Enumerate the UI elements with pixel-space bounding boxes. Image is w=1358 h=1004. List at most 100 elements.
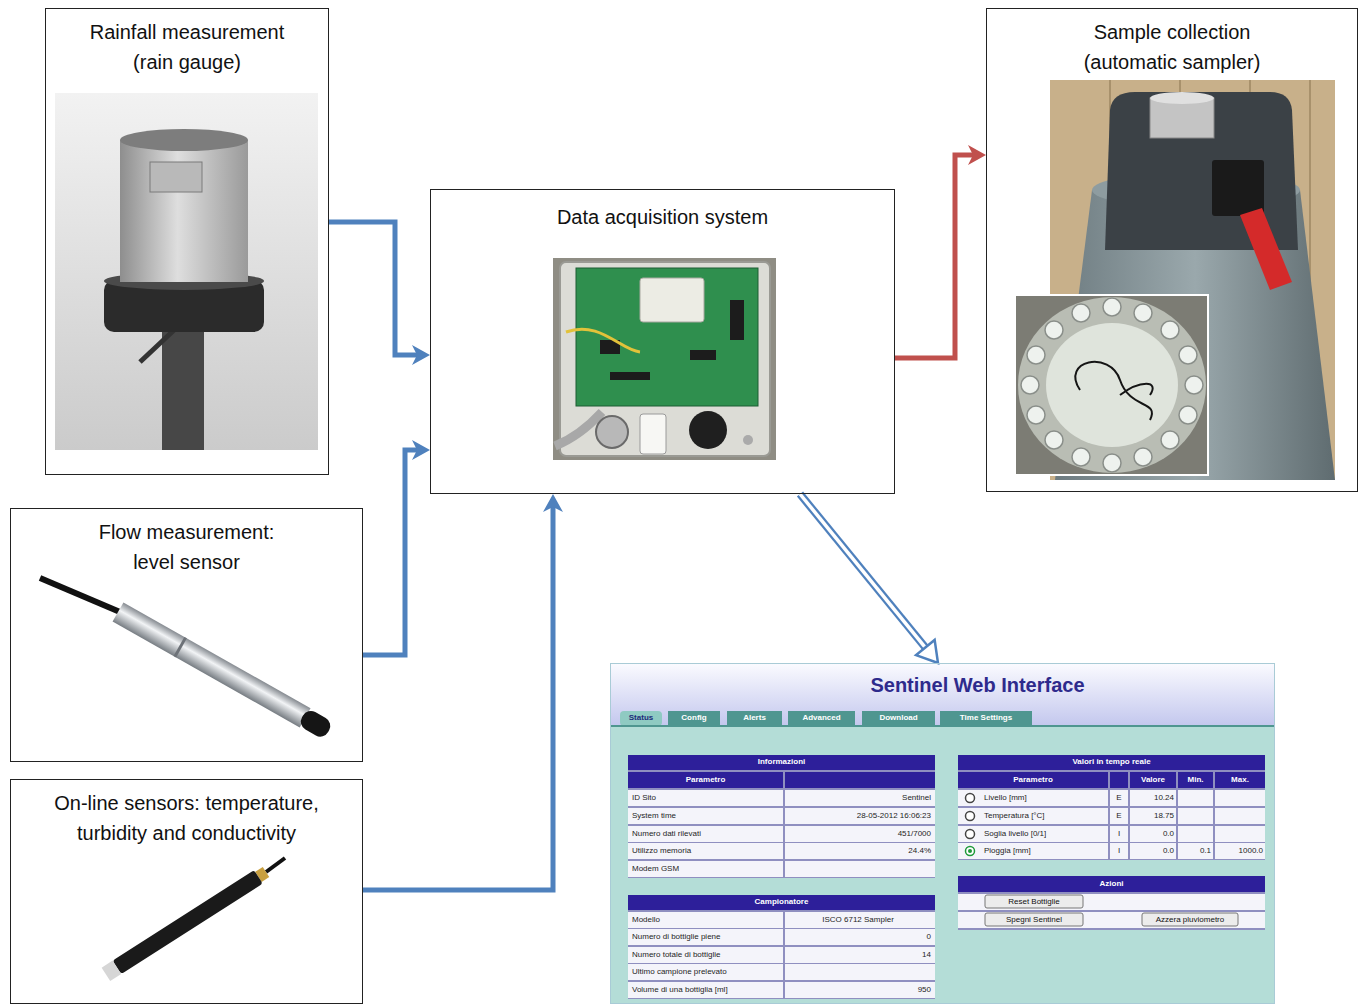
process-box: Data acquisition system [430, 189, 895, 494]
pump-top [1150, 92, 1214, 104]
tab-label: Status [620, 712, 662, 724]
table-header: Min. [1178, 774, 1213, 786]
table-cells [628, 790, 1265, 998]
table-header: Valori in tempo reale [958, 756, 1265, 768]
arrow-head [543, 494, 563, 512]
radio-button [966, 812, 975, 821]
bottle [1021, 376, 1039, 394]
tab-active [620, 711, 662, 726]
bottle [1072, 448, 1090, 466]
table-cell: 0.0 [1130, 845, 1174, 857]
tray-center [1046, 323, 1178, 447]
gauge-pole [162, 330, 204, 450]
sensor-box: On-line sensors: temperature, turbidity … [10, 779, 363, 1004]
screw [743, 435, 753, 445]
page-ground [610, 663, 1275, 1004]
chips [600, 300, 744, 380]
page-header [610, 663, 1275, 725]
bottles [1021, 298, 1203, 472]
arrow-head [968, 145, 986, 165]
gauge-plate [150, 162, 202, 192]
table-cell: I [1110, 828, 1128, 840]
table-cell: System time [632, 810, 780, 822]
web-interface-screenshot [610, 663, 1275, 1004]
sampler-photo [1015, 80, 1335, 480]
tab-label: Advanced [788, 712, 855, 724]
table-cell: 10.24 [1130, 792, 1174, 804]
rain-gauge-photo [55, 93, 318, 450]
node-label: Data acquisition system [503, 202, 823, 232]
table-cell: 0.0 [1130, 828, 1174, 840]
node-label: Sample collection (automatic sampler) [1052, 17, 1292, 77]
arrow-head [916, 640, 938, 663]
radio-button [966, 830, 975, 839]
probe-tip [298, 708, 334, 740]
table-cell: Temperatura [°C] [984, 810, 1106, 822]
tab-label: Download [862, 712, 935, 724]
bottle [1134, 448, 1152, 466]
table-header: Campionatore [628, 896, 935, 908]
circuit-board [576, 268, 758, 406]
modem-module [640, 278, 704, 322]
table-cell: 0 [785, 931, 931, 943]
bottle [1103, 454, 1121, 472]
button [1142, 913, 1238, 926]
table-cell: 24.4% [785, 845, 931, 857]
probe-body [113, 870, 263, 974]
table-cell: ID Sito [632, 792, 780, 804]
tab-label: Alerts [727, 712, 782, 724]
photo-ground [553, 258, 776, 460]
tab-rule [610, 725, 1275, 727]
sensor-box: Flow measurement: level sensor [10, 508, 363, 762]
bottle [1027, 346, 1045, 364]
red-tag [1240, 208, 1292, 290]
table-header: Parametro [958, 774, 1108, 786]
connector [895, 145, 986, 358]
probe-seam [174, 637, 187, 658]
bottle [1027, 406, 1045, 424]
connector-line [363, 505, 553, 890]
bottle-inset [1015, 295, 1208, 475]
table-cell: Sentinel [785, 792, 931, 804]
battery-box [1212, 160, 1264, 216]
tubing [1075, 362, 1152, 420]
table-grid [628, 755, 1265, 999]
sensor-cable [40, 578, 120, 612]
radio-button [966, 847, 975, 856]
sensor-box: Rainfall measurement (rain gauge) [45, 8, 329, 475]
table-cell: I [1110, 845, 1128, 857]
table-cell: 28-05-2012 16:06:23 [785, 810, 931, 822]
bottle [1185, 376, 1203, 394]
wire [566, 329, 640, 352]
probe-body [113, 602, 311, 727]
level-sensor-figure [40, 578, 334, 741]
bottle [1161, 431, 1179, 449]
tab-label: Time Settings [940, 712, 1032, 724]
connector [329, 222, 430, 365]
connector-line [329, 222, 419, 355]
table-cell: Ultimo campione prelevato [632, 966, 780, 978]
table-header: Valore [1130, 774, 1176, 786]
sensor-probe [113, 602, 334, 740]
radio-dot [968, 849, 972, 853]
table-cell: 0.1 [1178, 845, 1211, 857]
table-cell: Utilizzo memoria [632, 845, 780, 857]
gauge-top [120, 129, 248, 151]
bottle [1045, 431, 1063, 449]
connector-line [363, 450, 419, 655]
table-cell: Modem GSM [632, 863, 780, 875]
bottle [1072, 304, 1090, 322]
table-cell: Numero dati rilevati [632, 828, 780, 840]
sensor-probe [102, 865, 271, 981]
table-cell: Modello [632, 914, 780, 926]
table-header: Azioni [958, 878, 1265, 890]
arrow-head [412, 440, 430, 460]
online-sensor-figure [102, 858, 285, 981]
table-cell: 451/7000 [785, 828, 931, 840]
node-label: On-line sensors: temperature, turbidity … [31, 788, 343, 848]
button [985, 895, 1083, 908]
bottle [1045, 321, 1063, 339]
photo-ground [55, 93, 318, 450]
button-label: Reset Bottiglie [985, 896, 1083, 908]
